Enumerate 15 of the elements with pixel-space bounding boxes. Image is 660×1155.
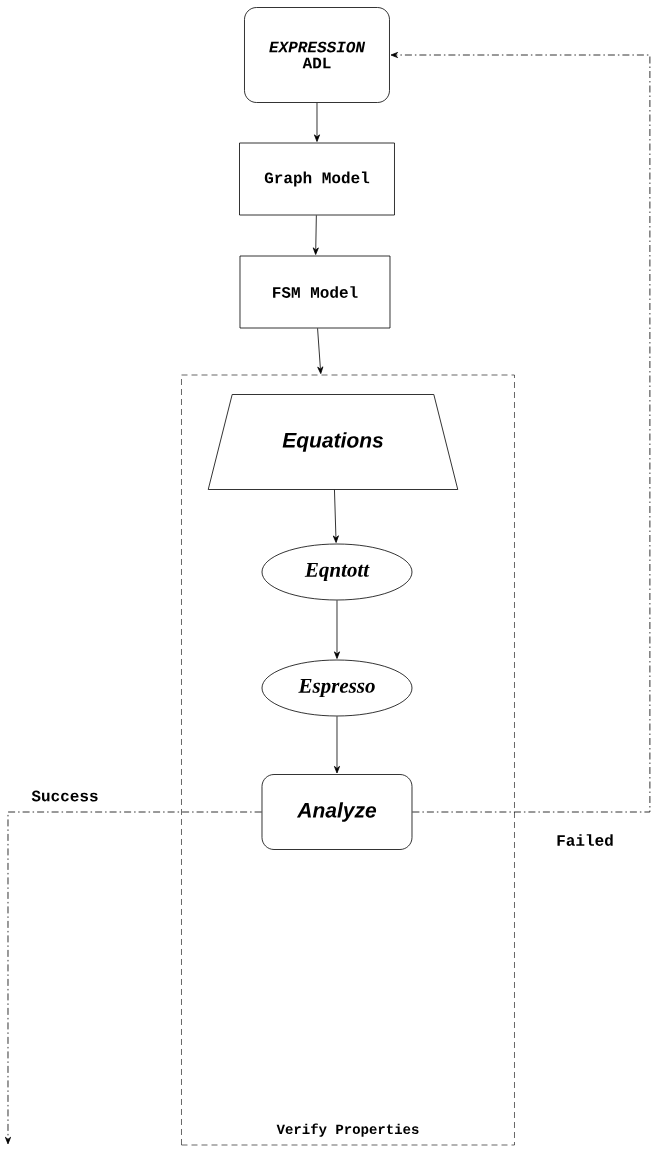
edge-label: Failed — [554, 832, 616, 848]
arrow — [334, 716, 340, 774]
edge-label: Success — [29, 788, 101, 804]
process-box: FSM Model — [239, 255, 391, 329]
process-box: Graph Model — [239, 142, 395, 216]
process-box: EXPRESSION ADL — [244, 7, 390, 103]
arrow — [5, 811, 262, 1145]
arrow — [312, 215, 319, 255]
arrow — [332, 489, 339, 543]
trapezoid-box: Equations — [207, 394, 459, 490]
arrow — [390, 52, 651, 813]
arrow — [334, 600, 340, 659]
arrow — [317, 328, 324, 374]
process-box: Analyze — [261, 774, 413, 850]
arrow — [314, 102, 320, 142]
